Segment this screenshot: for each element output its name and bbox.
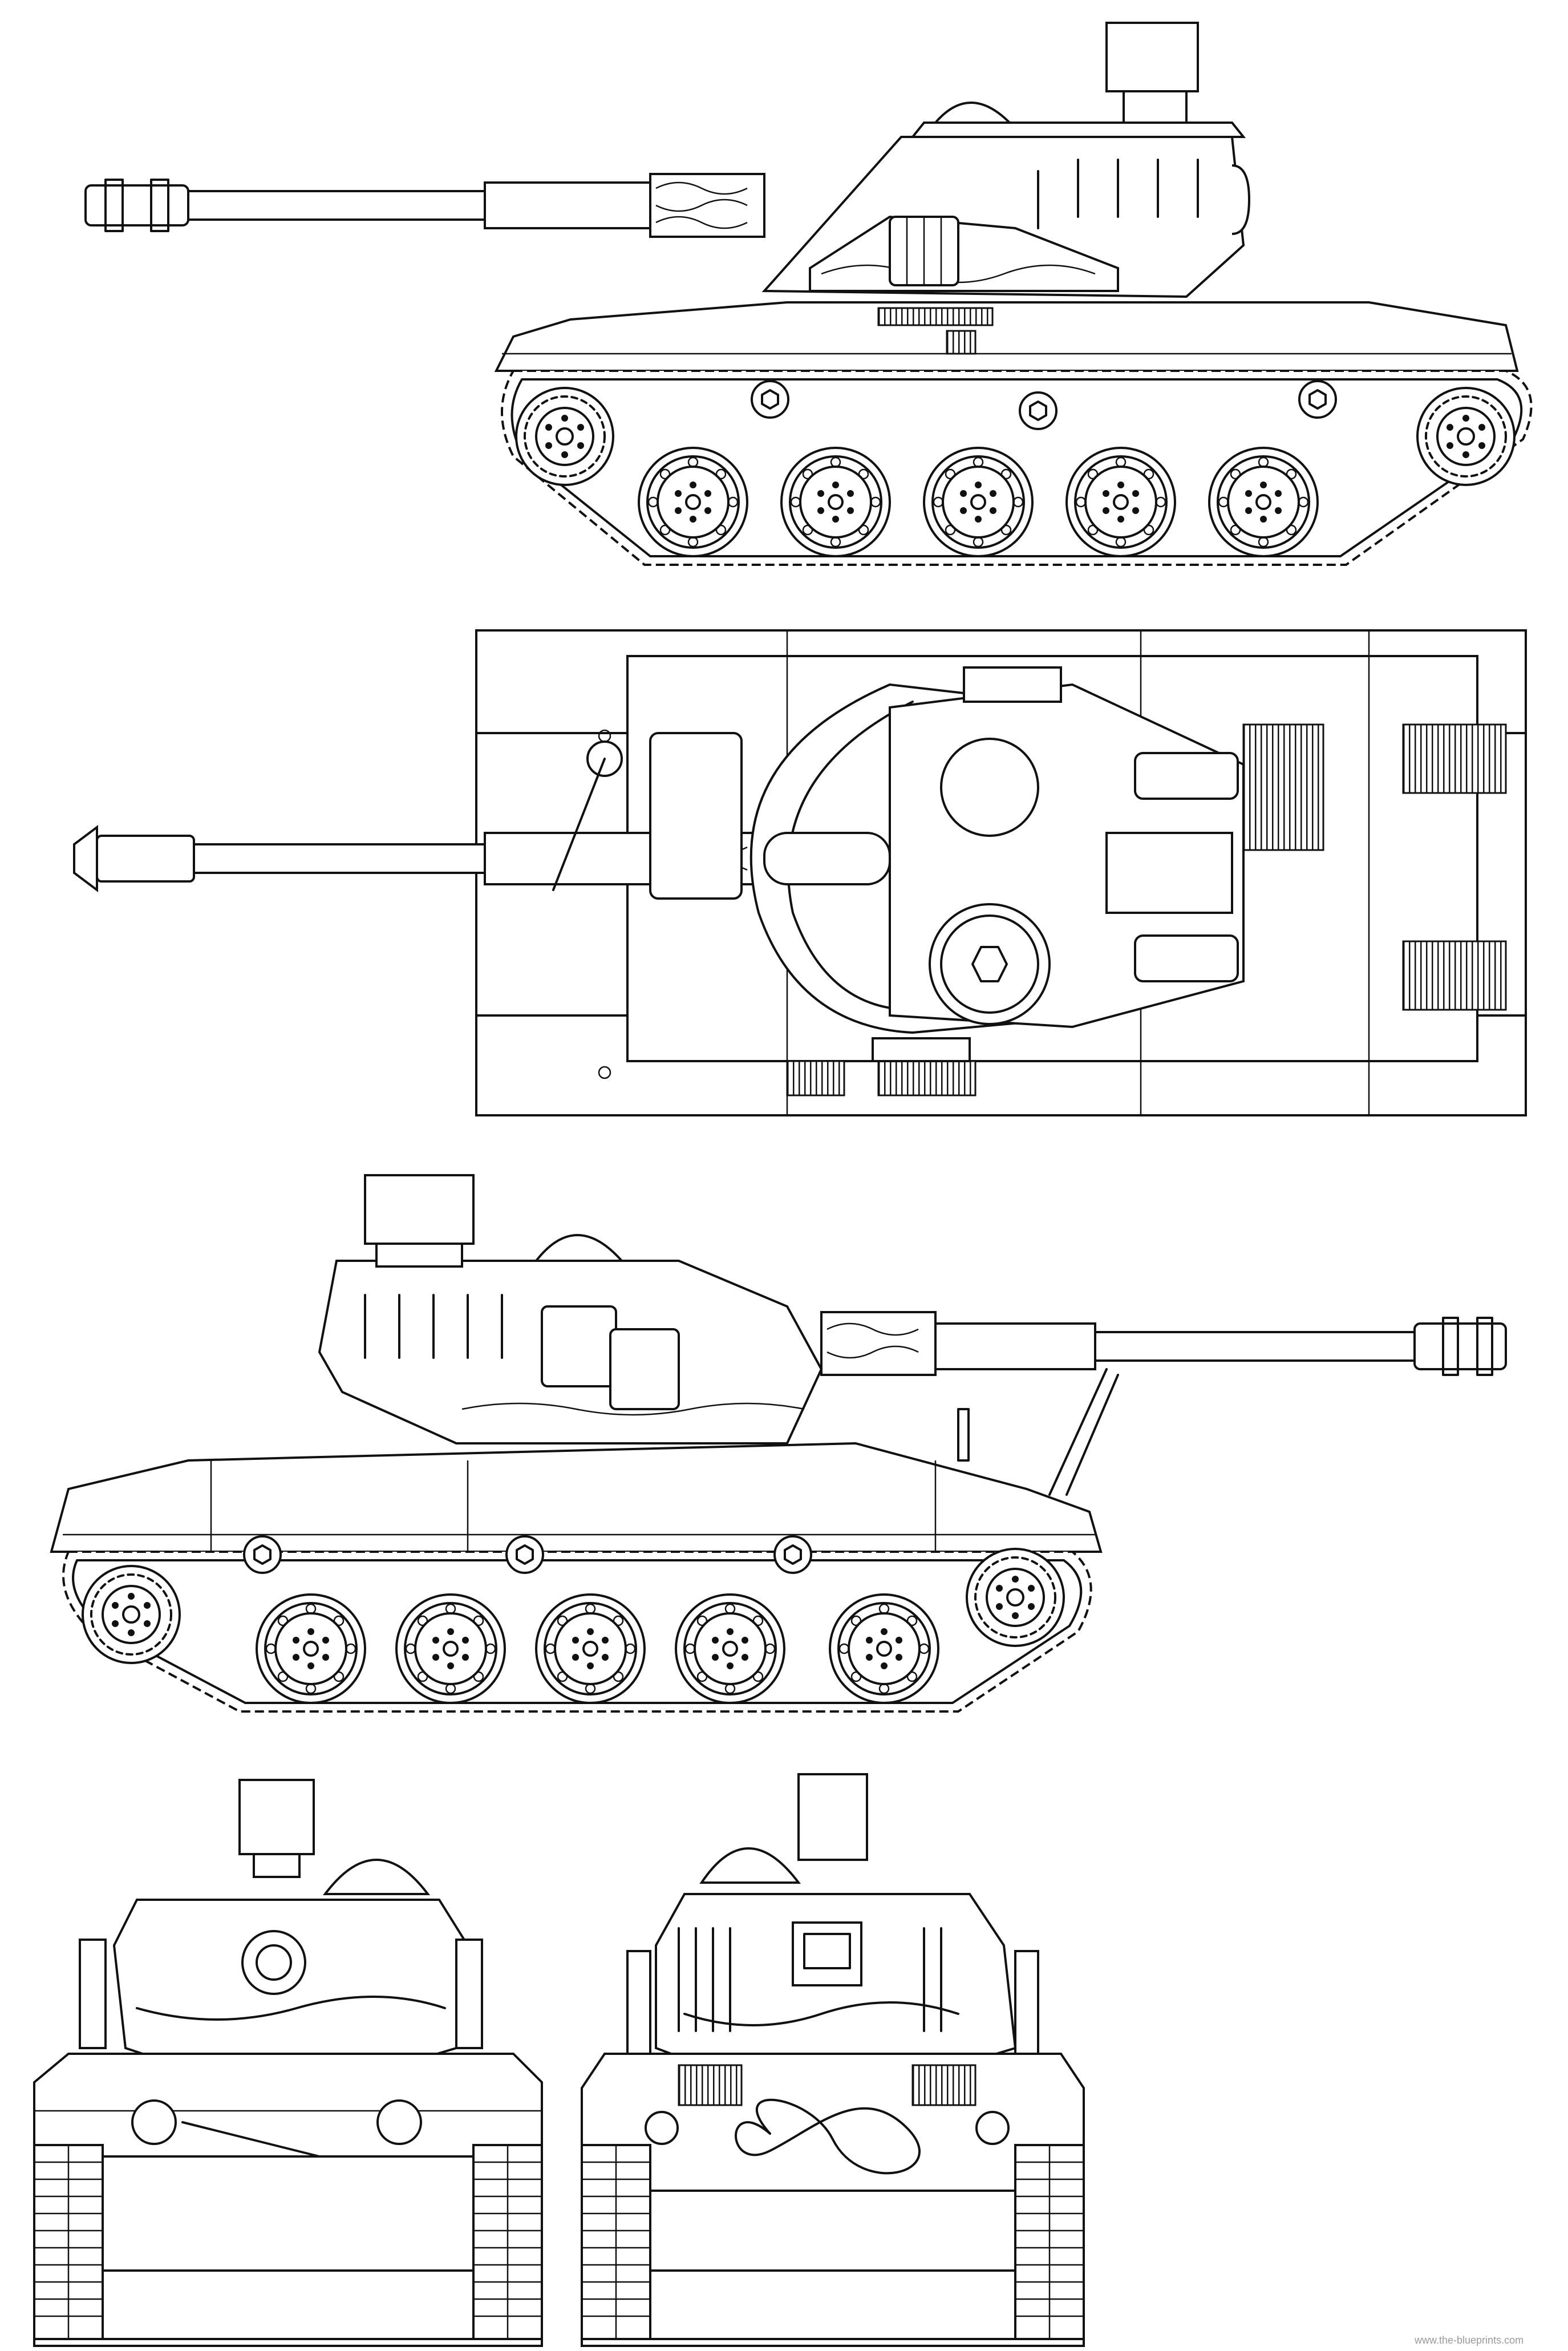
right-side-view <box>84 22 1533 566</box>
turret <box>761 22 1251 298</box>
hull <box>494 301 1519 372</box>
watermark-text: www.the-blueprints.com <box>1414 2334 1524 2346</box>
left-gun-barrel <box>820 1311 1507 1376</box>
top-turret <box>749 666 1245 1062</box>
main-gun-barrel <box>84 173 765 238</box>
front-view <box>33 1779 543 2347</box>
top-view <box>73 629 1527 1116</box>
left-hull <box>50 1408 1103 1553</box>
left-turret <box>318 1174 1119 1496</box>
left-side-view <box>50 1174 1507 1713</box>
rear-view <box>581 1773 1085 2347</box>
